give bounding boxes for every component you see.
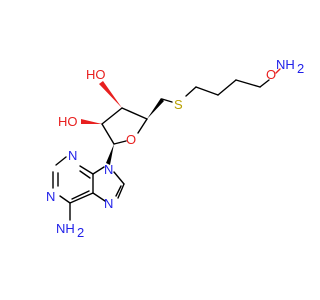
- wedge-c3-oh: [99, 81, 122, 108]
- bond-chain-2: [217, 79, 237, 96]
- bond-c1-o4: [113, 140, 127, 145]
- bond-c2-c1: [101, 123, 115, 145]
- bond-chain-1: [195, 86, 219, 96]
- bond-n1-c6: [59, 195, 71, 204]
- bond-c5-s: [161, 98, 173, 103]
- atom-ring-oxygen: O: [126, 132, 136, 147]
- atom-o-amine-nh-text: NH: [276, 57, 295, 72]
- molecule-structure: HO HO O S O NH 2 N N N N NH 2: [46, 57, 304, 240]
- bond-c4-n3: [79, 165, 94, 175]
- atom-sulfur: S: [174, 97, 183, 112]
- atom-n7: N: [104, 196, 113, 211]
- atom-o-amine-nh2: NH 2: [276, 57, 304, 76]
- bond-o-n: [275, 68, 281, 74]
- atom-nh2: NH 2: [56, 221, 84, 240]
- bond-c8-n7-double: [115, 185, 122, 197]
- atom-nh2-subscript: 2: [77, 225, 84, 240]
- bond-c3-c2: [101, 107, 123, 125]
- atom-nh2-text: NH: [56, 221, 75, 236]
- atom-oh-upper: HO: [86, 67, 106, 82]
- bond-c4-n3-double: [79, 170, 91, 179]
- atom-o-amine-subscript: 2: [297, 61, 304, 76]
- atom-o-amine-oxygen: O: [266, 67, 276, 82]
- bond-chain-o: [259, 79, 270, 88]
- bond-n3-c2: [55, 156, 67, 166]
- atom-n9: N: [104, 162, 113, 177]
- bond-chain-3: [235, 79, 261, 88]
- atom-oh-lower: HO: [58, 114, 78, 129]
- bond-c6-c5: [69, 192, 94, 204]
- wedge-c4-c5: [147, 98, 164, 119]
- atom-n1: N: [46, 189, 55, 204]
- bond-s-c1chain: [185, 86, 197, 97]
- bond-c8-n7: [117, 183, 125, 199]
- bond-c6-c5-double: [71, 190, 90, 200]
- wedge-c2-oh: [81, 119, 102, 124]
- bond-c4-n9: [92, 166, 105, 175]
- bond-n9-c8: [113, 171, 125, 185]
- wedge-c1-n9: [106, 144, 114, 165]
- bond-c4-c3: [121, 107, 148, 120]
- bond-o4-c4: [137, 118, 148, 134]
- atom-n3: N: [68, 148, 77, 163]
- bond-n7-c5: [92, 192, 106, 202]
- molecule-canvas: HO HO O S O NH 2 N N N N NH 2: [46, 57, 304, 240]
